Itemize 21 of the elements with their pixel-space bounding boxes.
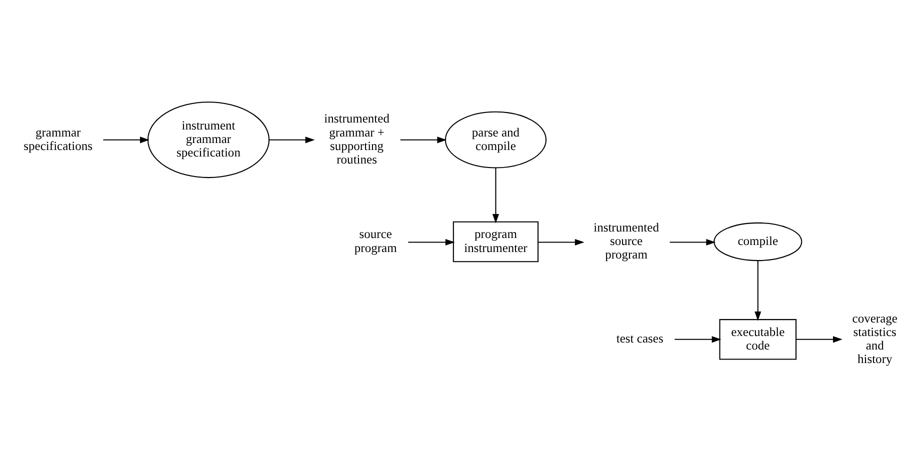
arrow bbox=[268, 136, 314, 143]
arrow bbox=[674, 336, 721, 342]
node-ellipse: parse and compile bbox=[444, 110, 546, 168]
node-ellipse: instrument grammar specification bbox=[146, 101, 270, 178]
arrow bbox=[492, 167, 499, 223]
node-box: program instrumenter bbox=[452, 220, 538, 262]
node-text: source program bbox=[354, 226, 396, 254]
arrow bbox=[408, 238, 454, 246]
arrow bbox=[754, 260, 761, 320]
node-text: grammar specifications bbox=[23, 124, 92, 152]
node-box: executable code bbox=[718, 318, 796, 360]
node-text: coverage statistics and history bbox=[852, 310, 897, 366]
node-text: instrumented grammar + supporting routines bbox=[324, 111, 389, 166]
arrow bbox=[538, 238, 584, 246]
arrow bbox=[669, 238, 716, 246]
arrow bbox=[796, 336, 842, 342]
arrow bbox=[102, 136, 149, 143]
node-ellipse: compile bbox=[713, 222, 802, 261]
node-text: test cases bbox=[616, 331, 663, 346]
arrow bbox=[400, 136, 446, 143]
node-text: instrumented source program bbox=[593, 220, 658, 262]
